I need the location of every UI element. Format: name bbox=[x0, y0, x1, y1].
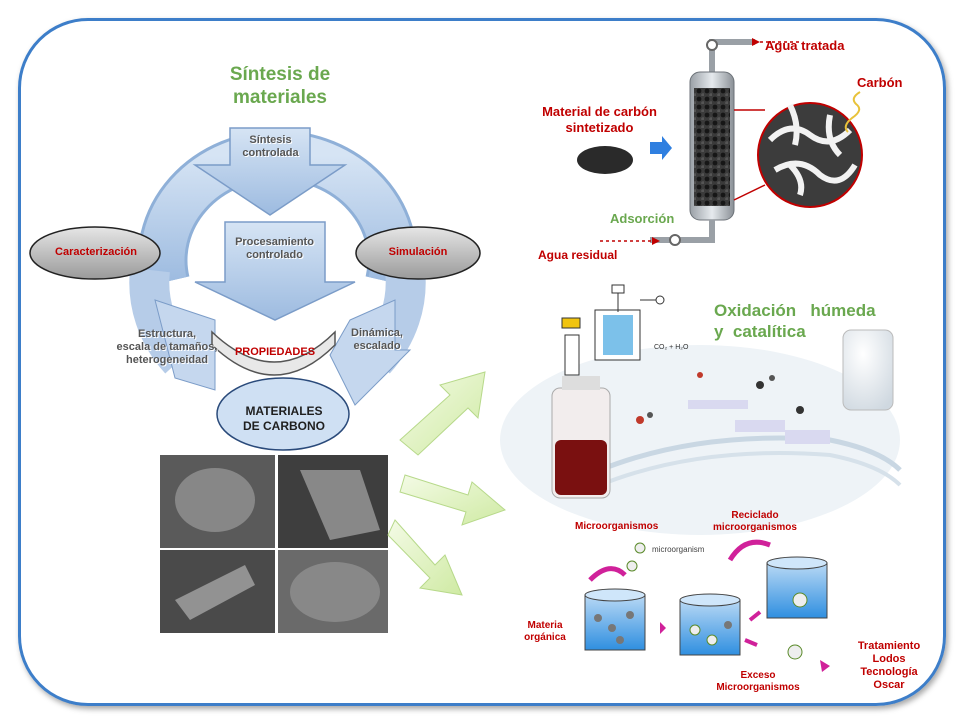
label-microorganism-small: microorganism bbox=[652, 545, 705, 554]
clear-sample-bottle bbox=[842, 329, 894, 411]
green-arrow-mid bbox=[399, 474, 506, 526]
label-estructura: Estructura, escala de tamaños, heterogen… bbox=[116, 328, 218, 366]
label-exceso: Exceso Microorganismos bbox=[716, 670, 800, 693]
arrow-sintesis-controlada bbox=[192, 127, 348, 216]
sem-micrographs bbox=[160, 455, 388, 633]
carbon-powder-pile bbox=[577, 146, 633, 174]
green-arrow-up bbox=[399, 371, 486, 456]
label-tratamiento-lodos: Tratamiento Lodos Tecnología Oscar bbox=[857, 640, 921, 691]
blue-right-arrow bbox=[650, 136, 672, 160]
title-sintesis: Síntesis de materiales bbox=[229, 64, 331, 108]
label-dinamica: Dinámica, escalado bbox=[351, 327, 403, 352]
label-materia-organica: Materia orgánica bbox=[524, 620, 566, 643]
bio-treatment bbox=[584, 539, 830, 672]
label-caracterizacion: Caracterización bbox=[55, 246, 137, 258]
arrow-procesamiento-controlado bbox=[194, 221, 356, 321]
carbon-pore-zoom bbox=[757, 102, 863, 208]
label-carbon: Carbón bbox=[857, 75, 903, 90]
label-adsorcion: Adsorción bbox=[610, 211, 675, 226]
label-sintesis-controlada: Síntesis controlada bbox=[242, 134, 299, 159]
adsorption-column bbox=[650, 39, 755, 246]
title-oxidacion: Oxidación húmeda y catalítica bbox=[714, 301, 876, 341]
ellipse-simulacion bbox=[355, 226, 481, 280]
arrow-right-side bbox=[329, 299, 412, 406]
label-simulacion: Simulación bbox=[388, 246, 448, 258]
label-propiedades: PROPIEDADES bbox=[234, 346, 316, 358]
arrow-left-side bbox=[154, 299, 216, 391]
reactor-apparatus bbox=[561, 284, 665, 376]
rounded-frame bbox=[18, 18, 946, 706]
label-materiales-carbono: MATERIALES DE CARBONO bbox=[242, 404, 325, 433]
label-agua-residual: Agua residual bbox=[538, 248, 618, 262]
ellipse-materiales bbox=[216, 377, 350, 451]
label-procesamiento: Procesamiento controlado bbox=[235, 236, 314, 261]
label-material-sintetizado: Material de carbón sintetizado bbox=[542, 104, 657, 135]
propiedades-bowl bbox=[211, 330, 336, 376]
label-agua-tratada: Agua tratada bbox=[765, 38, 845, 53]
green-arrow-down bbox=[387, 519, 463, 596]
label-reciclado: Reciclado microorganismos bbox=[713, 510, 797, 533]
label-co2: CO₂ + H₂O bbox=[654, 344, 689, 351]
ellipse-caracterizacion bbox=[29, 226, 161, 280]
label-microorganismos: Microorganismos bbox=[575, 521, 659, 532]
